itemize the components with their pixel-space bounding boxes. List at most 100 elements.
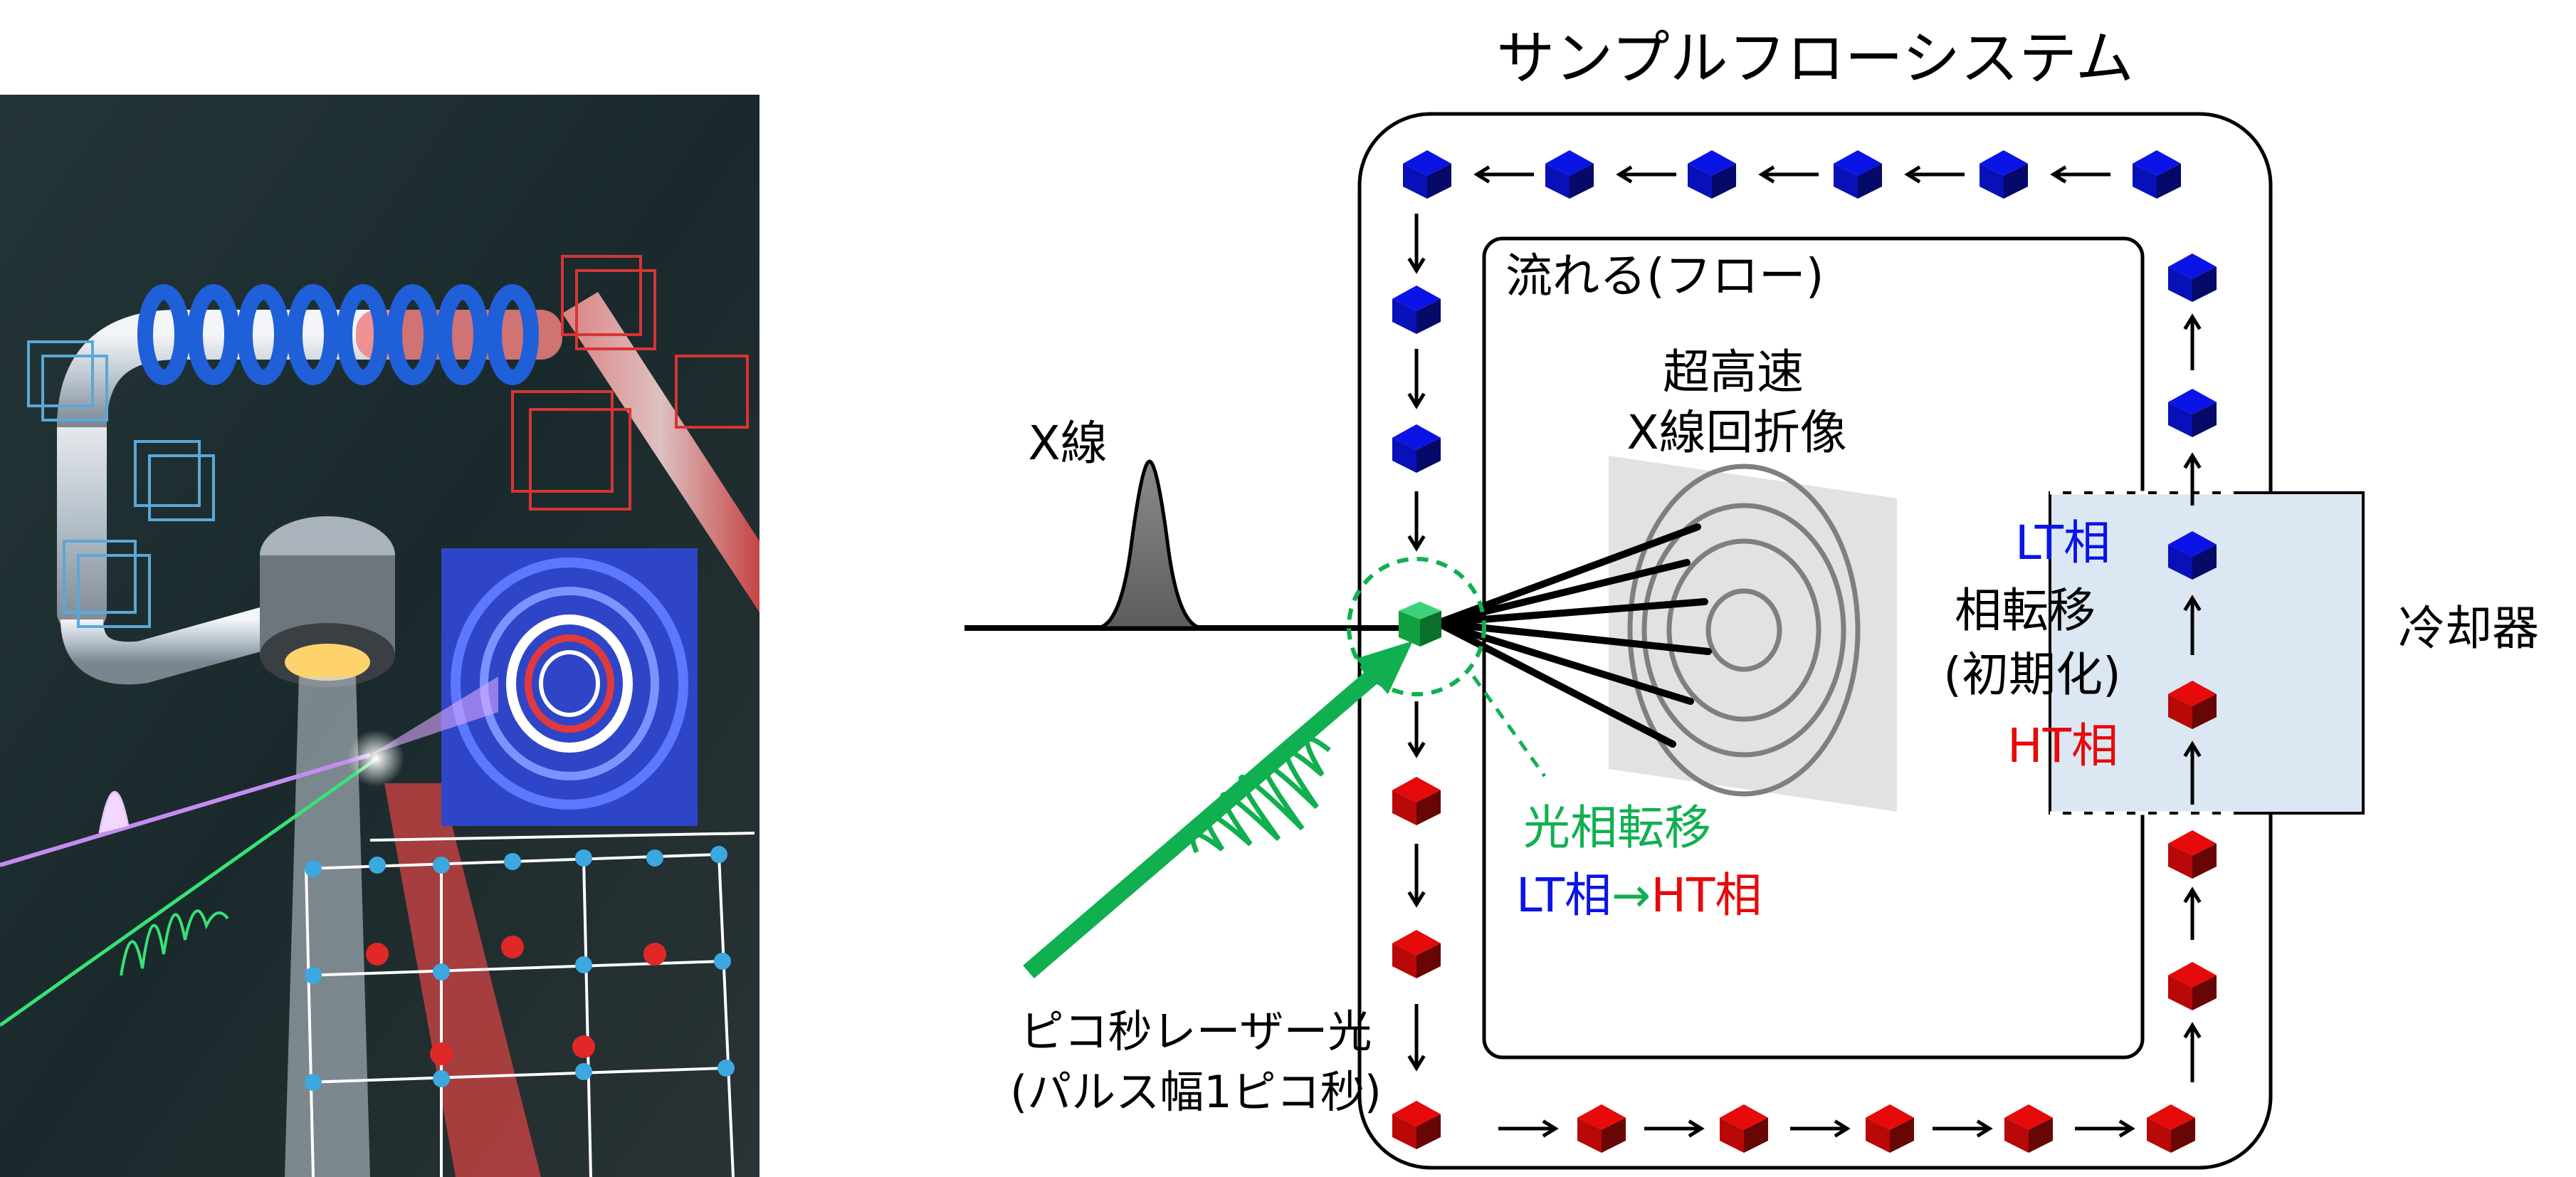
laser-beam-illustration <box>0 756 379 1027</box>
flow-arrow-head <box>2050 165 2067 184</box>
flow-arrow <box>2183 1022 2202 1082</box>
flow-arrows <box>1407 165 2202 1138</box>
photo-transition-detail: LT相→HT相 <box>1516 868 1762 923</box>
red-phase-cube <box>1577 1104 1626 1153</box>
blue-phase-cube <box>1545 150 1594 199</box>
cube-right-face <box>1416 437 1441 473</box>
intersection-flash <box>347 730 404 787</box>
cube-left-face <box>1720 1117 1744 1153</box>
interaction-circle <box>1347 557 1486 696</box>
flow-arrow-head <box>1473 165 1491 184</box>
lt-phase-label-2: LT相 <box>1516 868 1612 923</box>
cube-left-face <box>2168 694 2192 729</box>
red-phase-cube <box>1720 1104 1768 1153</box>
flow-arrow-head <box>2183 452 2202 469</box>
cube-left-face <box>2004 1117 2029 1153</box>
diffraction-rings <box>1627 464 1861 797</box>
red-phase-cube <box>1392 777 1441 825</box>
flow-arrow-head <box>2183 313 2202 330</box>
flow-arrow-head <box>1688 1119 1705 1138</box>
blue-phase-cube <box>2168 253 2217 302</box>
cube-left-face <box>1392 1114 1416 1149</box>
cube-left-face <box>1866 1117 1890 1153</box>
flow-arrow <box>1407 701 1426 758</box>
flow-arrow <box>2183 595 2202 655</box>
cube-top-face <box>1392 930 1441 956</box>
cube-right-face <box>2192 266 2217 302</box>
flow-arrow <box>1758 165 1819 184</box>
cube-right-face <box>1427 163 1451 199</box>
pipe-left <box>57 399 107 634</box>
flow-arrow <box>2183 452 2202 506</box>
cube-top-face <box>1688 150 1736 176</box>
cooler-label: 冷却器 <box>2398 601 2539 656</box>
cube-top-face <box>1392 286 1441 311</box>
cube-top-face <box>2168 389 2217 414</box>
flow-arrow <box>1644 1119 1705 1138</box>
cube-left-face <box>1392 298 1416 334</box>
cube-right-face <box>2192 544 2217 580</box>
flow-arrow-head <box>1407 891 1426 908</box>
sample-cube-green <box>1399 602 1441 647</box>
cube-left-face <box>1980 163 2004 199</box>
xray-cone <box>370 676 498 755</box>
cube-right-face <box>2171 1117 2195 1153</box>
cube-top-face <box>1720 1104 1768 1130</box>
cube-left-face <box>2168 843 2192 879</box>
cube-right-face <box>2192 975 2217 1010</box>
flow-arrow <box>1407 491 1426 552</box>
ht-phase-label-2: HT相 <box>1651 868 1762 923</box>
cube-right-face <box>1744 1117 1768 1153</box>
red-phase-cube <box>1392 1101 1441 1149</box>
blue-phase-cube <box>1392 286 1441 334</box>
laser-pulse <box>1190 736 1331 854</box>
lattice-red-small <box>511 255 749 511</box>
blue-phase-cube <box>1403 150 1451 199</box>
red-phase-cube <box>2168 681 2217 729</box>
pipe-hot-section <box>356 310 562 360</box>
diffraction-label-line1: 超高速 <box>1663 345 1804 399</box>
flow-arrow <box>1407 349 1426 409</box>
flow-arrow <box>2183 741 2202 805</box>
cube-right-face <box>1858 163 1882 199</box>
cube-top-face <box>1980 150 2028 176</box>
flow-label: 流れる(フロー) <box>1505 249 1824 303</box>
laser-arrowhead <box>1356 641 1413 694</box>
cube-top-face <box>2133 150 2181 176</box>
red-beam-lower <box>384 783 541 1177</box>
flow-arrow <box>1616 165 1676 184</box>
red-phase-cube <box>2147 1104 2195 1153</box>
cube-left-face <box>2168 544 2192 580</box>
cube-top-face <box>2168 253 2217 279</box>
cube-top-face <box>1392 777 1441 802</box>
detector-panel <box>1609 456 1897 812</box>
cube-right-face <box>2192 402 2217 437</box>
flow-arrow <box>2183 313 2202 370</box>
flow-arrow <box>1498 1119 1559 1138</box>
callout-line <box>1471 675 1547 778</box>
red-phase-cube <box>2168 962 2217 1010</box>
system-title: サンプルフローシステム <box>1496 25 2133 93</box>
cube-right-face <box>2157 163 2181 199</box>
cube-top-face <box>2168 830 2217 856</box>
flow-arrow-head <box>1407 535 1426 552</box>
transition-arrow: → <box>1612 868 1651 923</box>
flow-arrow <box>2050 165 2110 184</box>
cube-right-face <box>1416 1114 1441 1149</box>
laser-label-line1: ピコ秒レーザー光 <box>1020 1005 1372 1057</box>
cube-right-face <box>1602 1117 1626 1153</box>
cube-right-face <box>1712 163 1736 199</box>
flow-arrow <box>1407 214 1426 274</box>
lattice-atoms <box>305 846 735 1091</box>
diffraction-rings-illustration <box>451 558 688 810</box>
xray-pulse <box>1095 459 1204 630</box>
flow-arrow <box>1933 1119 1993 1138</box>
cube-top-face <box>2168 962 2217 988</box>
cube-right-face <box>2004 163 2028 199</box>
blue-phase-cube <box>2133 150 2181 199</box>
cube-right-face <box>1416 298 1441 334</box>
cube-top-face <box>1866 1104 1914 1130</box>
cooling-coil <box>137 284 539 385</box>
flow-arrow-head <box>1542 1119 1559 1138</box>
